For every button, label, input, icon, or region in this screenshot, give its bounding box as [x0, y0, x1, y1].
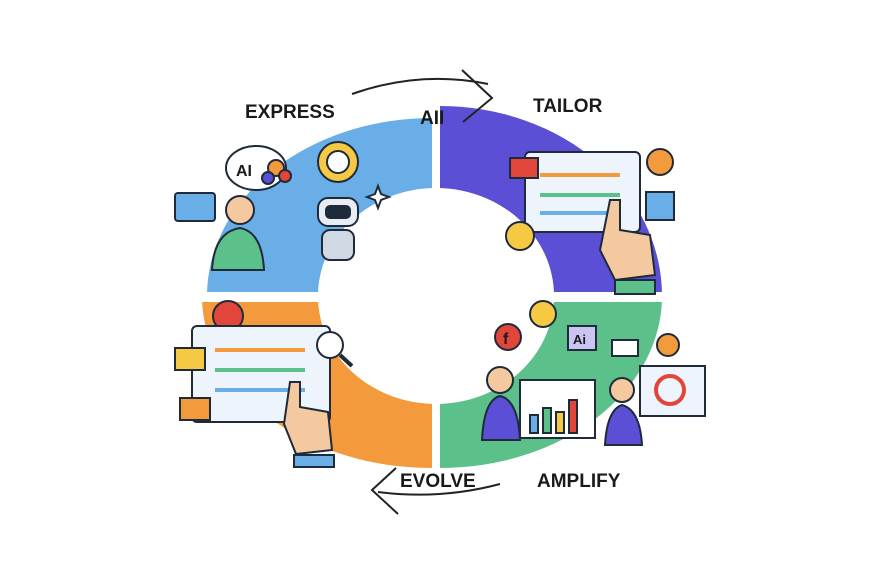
- label-center: AII: [420, 108, 444, 129]
- speech-ai-text: AI: [236, 163, 252, 180]
- label-tailor: TAILOR: [533, 96, 603, 117]
- center-hole: [318, 188, 554, 404]
- magnifier-icon: [316, 331, 344, 359]
- hand-pointer-icon: [282, 381, 334, 456]
- ai-badge-icon: [567, 325, 597, 351]
- bottom-arrow-head: [370, 467, 399, 515]
- hand-pointer-icon: [598, 199, 657, 282]
- twitter-icon: [529, 300, 557, 328]
- search-icon: [645, 191, 675, 221]
- express-illustration: AI: [174, 141, 392, 271]
- tailor-illustration: [505, 148, 675, 295]
- bottom-arrow: [377, 483, 501, 496]
- sparkle-icon: [364, 183, 392, 211]
- mail-icon: [509, 157, 539, 179]
- top-arrow-head: [461, 69, 494, 123]
- person-head: [225, 195, 255, 225]
- mail-icon: [174, 347, 206, 371]
- person-body: [480, 394, 522, 441]
- settings-panel: [524, 151, 641, 233]
- label-express: EXPRESS: [245, 102, 335, 123]
- chat-icon: [174, 192, 216, 222]
- person-body: [210, 226, 266, 271]
- evolve-illustration: [174, 300, 354, 468]
- target-icon: [646, 148, 674, 176]
- analytics-screen: [639, 365, 706, 417]
- facebook-text: f: [503, 331, 509, 348]
- facebook-icon: [494, 323, 522, 351]
- person-body: [603, 403, 644, 446]
- mail-icon: [179, 397, 211, 421]
- label-evolve: EVOLVE: [400, 471, 476, 492]
- top-arrow: [351, 77, 489, 95]
- pie-chart-icon: [656, 333, 680, 357]
- dashboard-panel: [191, 325, 331, 423]
- amplify-illustration: f Ai: [480, 300, 706, 446]
- person-head: [486, 366, 514, 394]
- label-amplify: AMPLIFY: [537, 471, 621, 492]
- person-head: [609, 377, 635, 403]
- chat-icon: [611, 339, 639, 357]
- ai-badge-text: Ai: [573, 332, 586, 347]
